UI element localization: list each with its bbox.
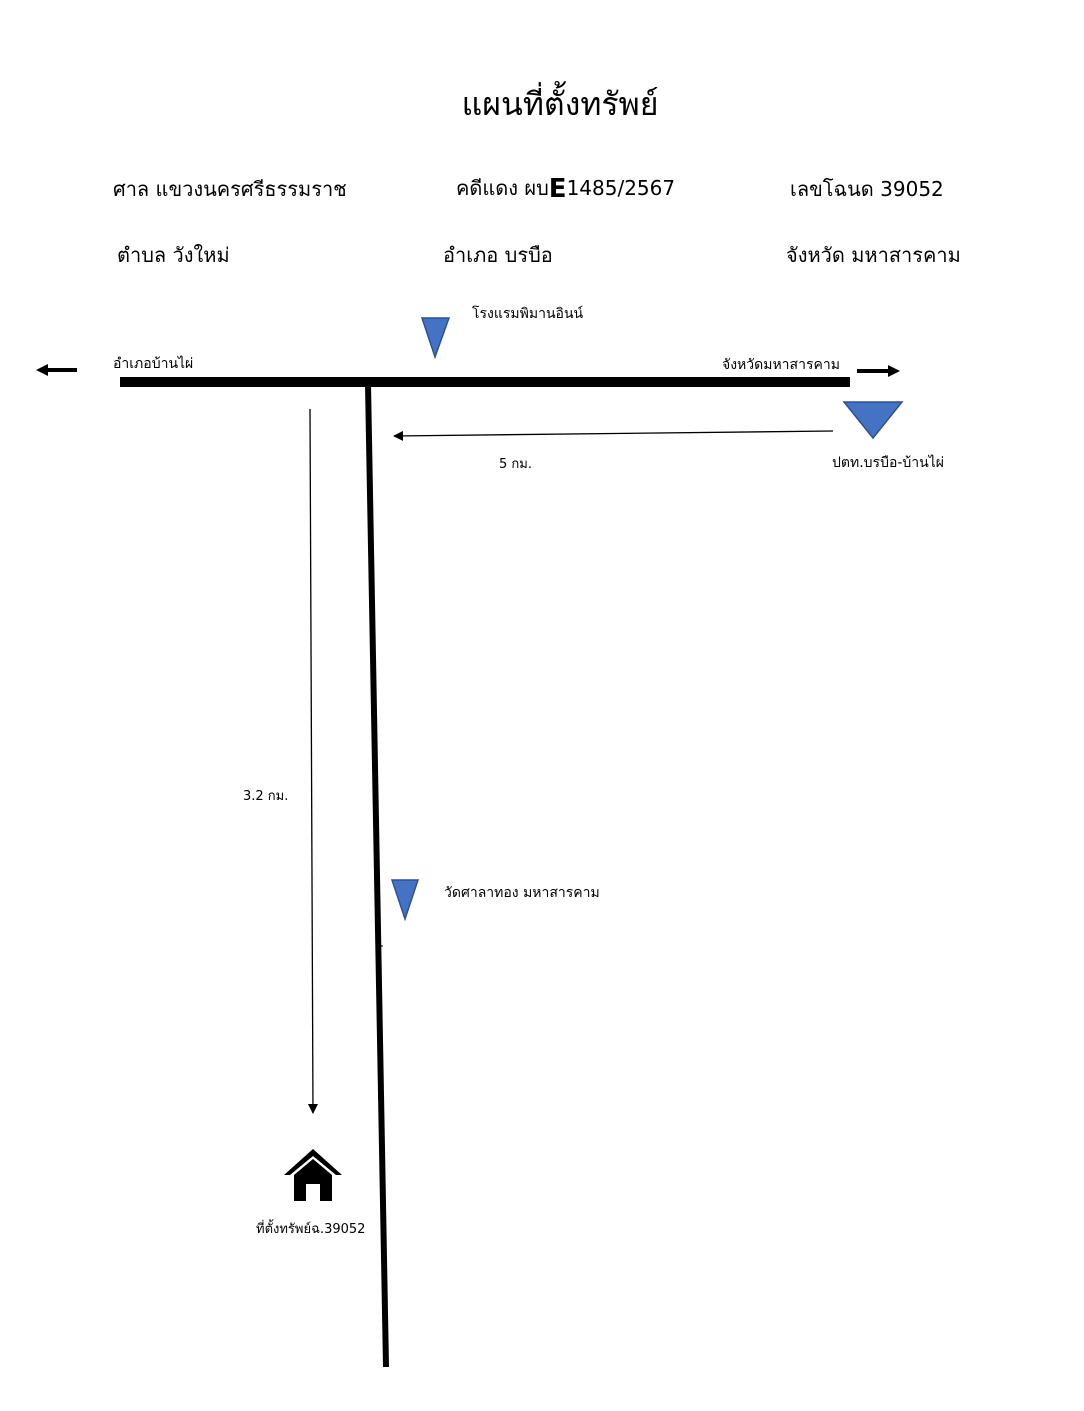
case-info: คดีแดง ผบE1485/2567 xyxy=(456,176,675,202)
case-label: คดีแดง xyxy=(456,176,519,200)
hotel-label: โรงแรมพิมานอินน์ xyxy=(472,306,584,322)
temple-label: วัดศาลาทอง มหาสารคาม xyxy=(444,885,600,901)
subdistrict-value: วังใหม่ xyxy=(172,243,230,267)
subdistrict-info: ตำบล วังใหม่ xyxy=(117,245,230,265)
hotel-marker-icon xyxy=(420,317,451,360)
gas-station-label: ปตท.บรบือ-บ้านไผ่ xyxy=(832,455,944,471)
court-label: ศาล xyxy=(113,177,150,201)
left-arrow-icon xyxy=(36,364,77,376)
page-title: แผนที่ตั้งทรัพย์ xyxy=(461,85,659,123)
court-info: ศาล แขวงนครศรีธรรมราช xyxy=(113,179,347,199)
deed-label: เลขโฉนด xyxy=(790,177,874,201)
temple-marker-icon xyxy=(390,879,420,922)
gas-station-marker-icon xyxy=(842,401,904,440)
road-right-label: จังหวัดมหาสารคาม xyxy=(722,357,840,373)
court-value: แขวงนครศรีธรรมราช xyxy=(155,177,347,201)
district-label: อำเภอ xyxy=(443,243,499,267)
property-label: ที่ตั้งทรัพย์ฉ.39052 xyxy=(256,1222,366,1237)
deed-info: เลขโฉนด 39052 xyxy=(790,179,944,199)
distance-arrow-main xyxy=(393,430,834,441)
district-value: บรบือ xyxy=(504,243,553,267)
case-letter: E xyxy=(548,174,567,204)
distance-side-label: 3.2 กม. xyxy=(243,789,289,804)
right-arrow-icon xyxy=(857,365,900,377)
case-prefix: ผบ xyxy=(524,176,549,200)
distance-main-label: 5 กม. xyxy=(499,457,532,472)
house-icon xyxy=(284,1149,342,1201)
province-info: จังหวัด มหาสารคาม xyxy=(786,245,961,265)
deed-value: 39052 xyxy=(880,177,944,201)
province-label: จังหวัด xyxy=(786,243,845,267)
case-number: 1485/2567 xyxy=(566,176,676,200)
road-left-label: อำเภอบ้านไผ่ xyxy=(113,356,194,372)
side-road xyxy=(365,383,389,1368)
subdistrict-label: ตำบล xyxy=(117,243,167,267)
district-info: อำเภอ บรบือ xyxy=(443,245,553,265)
province-value: มหาสารคาม xyxy=(851,243,961,267)
distance-arrow-side xyxy=(307,408,318,1114)
